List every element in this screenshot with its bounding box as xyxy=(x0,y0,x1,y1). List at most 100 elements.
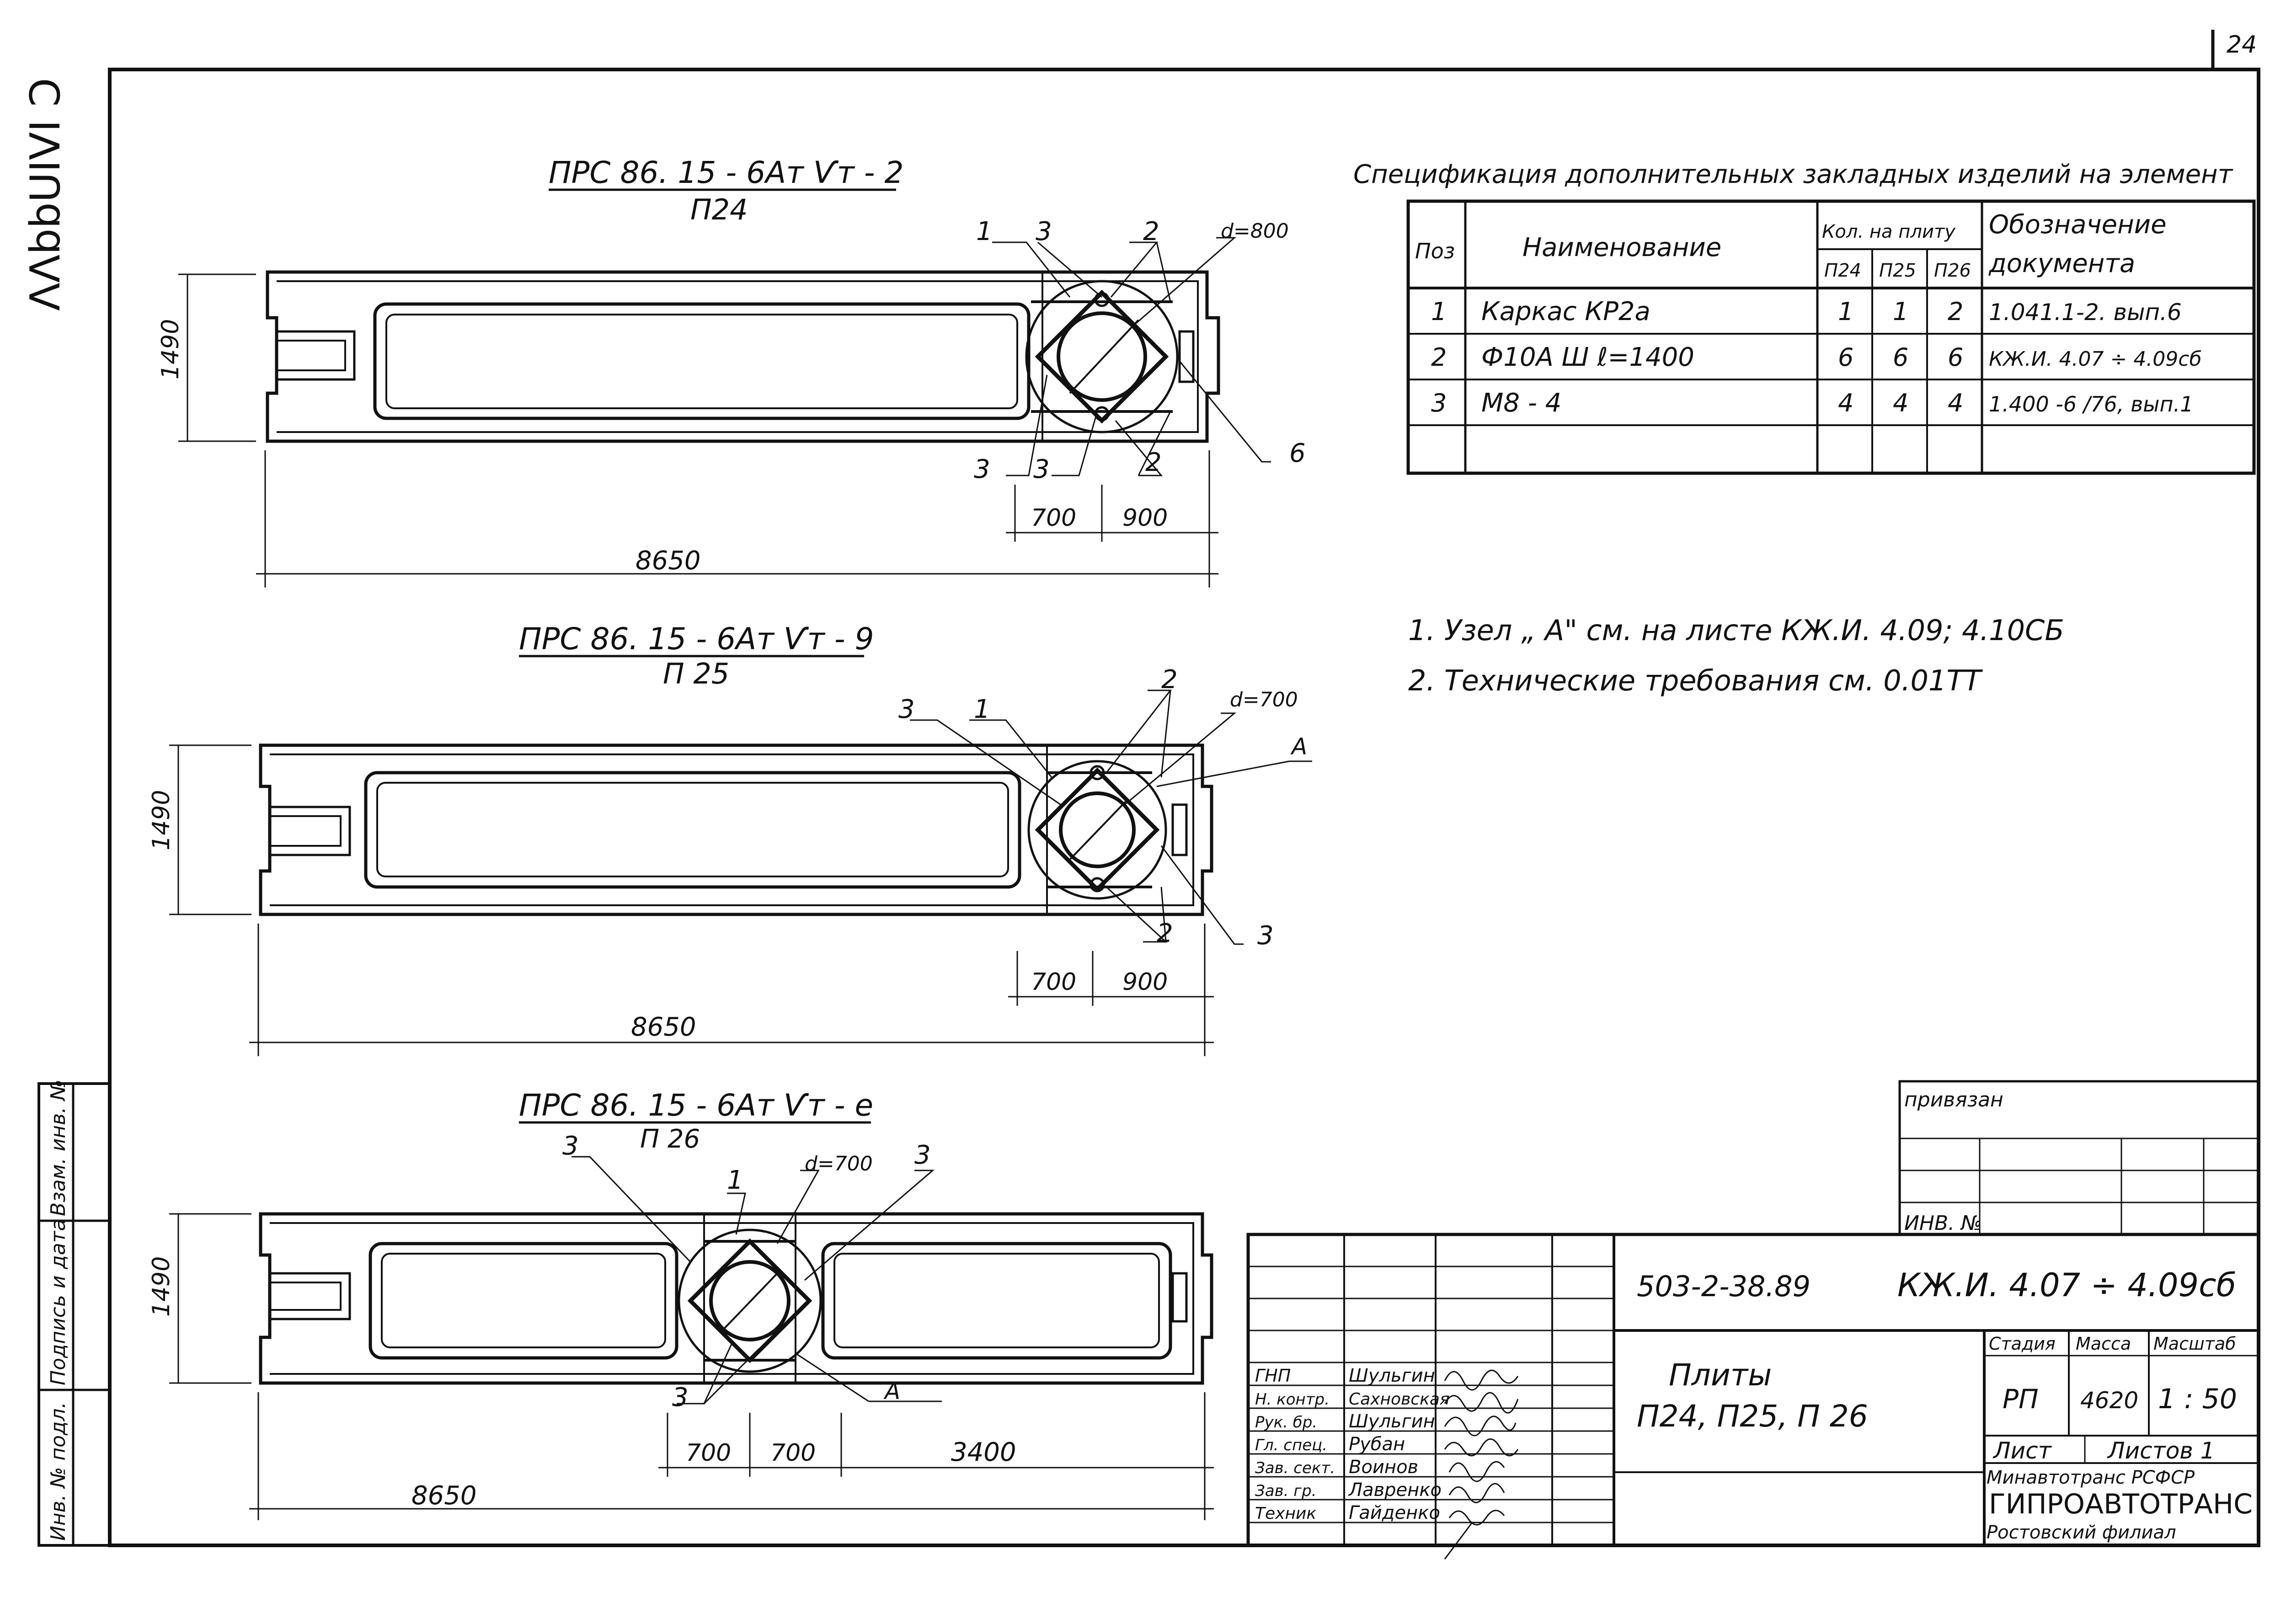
plate-p25: ПРС 86. 15 - 6Ат Ѵт - 9 П 25 3 1 2 d=700… xyxy=(148,621,1312,1056)
col-header-doc: Обозначение xyxy=(1989,210,2167,240)
stage-value: РП xyxy=(2003,1384,2039,1415)
signatures xyxy=(1444,1369,1519,1560)
org-name: ГИПРОАВТОТРАНС xyxy=(1989,1488,2253,1520)
binding-inv: ИНВ. № xyxy=(1904,1212,1982,1235)
row-qty: 2 xyxy=(1948,297,1963,326)
plate-outline xyxy=(266,270,1220,443)
plate-subtitle: П 26 xyxy=(640,1124,700,1154)
hole-outer xyxy=(678,1229,822,1373)
col-header-doc2: документа xyxy=(1988,249,2135,278)
note-1: 1. Узел „ А" см. на листе КЖ.И. 4.09; 4.… xyxy=(1408,614,2064,647)
staff-role: Техник xyxy=(1255,1504,1316,1523)
hole-outer xyxy=(1027,760,1167,900)
hole-inner xyxy=(1059,791,1136,868)
lifting-slot xyxy=(270,1272,351,1320)
col-header-qty: Кол. на плиту xyxy=(1822,221,1956,242)
org-branch: Ростовский филиал xyxy=(1987,1522,2176,1543)
callout: 3 xyxy=(1257,921,1274,951)
row-qty: 4 xyxy=(1838,389,1853,417)
col-header-name: Наименование xyxy=(1522,233,1721,262)
row-qty: 1 xyxy=(1893,297,1908,326)
plate-outline xyxy=(259,743,1213,916)
callout: 2 xyxy=(1145,448,1162,477)
segment-dim: 900 xyxy=(1122,504,1168,532)
height-dim: 1490 xyxy=(148,790,175,850)
spec-table: Спецификация дополнительных закладных из… xyxy=(1353,160,2256,475)
col-header-p24: П24 xyxy=(1824,260,1861,281)
row-qty: 4 xyxy=(1893,389,1908,417)
staff-name: Воинов xyxy=(1349,1457,1418,1478)
binding-label: привязан xyxy=(1904,1088,2003,1111)
callout: 3 xyxy=(672,1383,689,1412)
staff-role: Гл. спец. xyxy=(1255,1436,1327,1454)
scale-value: 1 : 50 xyxy=(2158,1383,2237,1415)
row-pos: 1 xyxy=(1431,297,1447,326)
staff-name: Шульгин xyxy=(1349,1411,1435,1432)
spec-caption: Спецификация дополнительных закладных из… xyxy=(1353,160,2233,189)
sheet-frame xyxy=(108,68,2260,1547)
sheet-label: Лист xyxy=(1992,1437,2052,1464)
row-name: Ф10А Ш ℓ=1400 xyxy=(1481,342,1694,372)
row-pos: 2 xyxy=(1431,343,1447,372)
length-dim: 8650 xyxy=(631,1012,696,1042)
staff-role: Н. контр. xyxy=(1255,1390,1330,1409)
side-stamp-replace: Взам. инв. № xyxy=(47,1079,70,1216)
staff-role: Зав. сект. xyxy=(1255,1459,1335,1477)
row-name: М8 - 4 xyxy=(1481,388,1561,418)
page-number: 24 xyxy=(2227,31,2257,59)
staff-role: Зав. гр. xyxy=(1255,1482,1317,1500)
plate-subtitle: П24 xyxy=(690,193,748,226)
mass-value: 4620 xyxy=(2080,1387,2138,1414)
mass-header: Масса xyxy=(2076,1334,2131,1354)
segment-dim: 700 xyxy=(770,1439,816,1467)
col-header-p25: П25 xyxy=(1879,260,1916,281)
callout: 2 xyxy=(1161,665,1178,694)
staff-role: ГНП xyxy=(1255,1366,1291,1386)
hole-outer xyxy=(1025,280,1179,433)
row-qty: 6 xyxy=(1838,343,1853,372)
callout: 3 xyxy=(898,694,915,724)
hole-diameter-label: d=700 xyxy=(805,1152,873,1175)
callout: 2 xyxy=(1143,217,1159,246)
plate-title: ПРС 86. 15 - 6Ат Ѵт - е xyxy=(519,1088,873,1123)
callout: A xyxy=(1290,733,1307,760)
plate-p26: ПРС 86. 15 - 6Ат Ѵт - е П 26 3 1 d=700 3… xyxy=(148,1088,1214,1520)
staff-role: Рук. бр. xyxy=(1255,1413,1317,1432)
side-stamp: Инв. № подл. Подпись и дата Взам. инв. № xyxy=(37,1079,111,1547)
hole-inner xyxy=(1057,311,1147,402)
callout: 3 xyxy=(1033,454,1050,484)
height-dim: 1490 xyxy=(157,319,184,379)
plate-window xyxy=(369,1242,678,1360)
length-dim: 8650 xyxy=(411,1481,477,1511)
row-name: Каркас КР2а xyxy=(1481,297,1650,326)
plate-window xyxy=(821,1242,1172,1360)
staff-name: Лавренко xyxy=(1348,1480,1442,1501)
side-stamp-inv: Инв. № подл. xyxy=(47,1402,70,1541)
callout: 3 xyxy=(562,1131,579,1161)
binding-block: привязан ИНВ. № xyxy=(1898,1080,2260,1236)
col-header-pos: Поз xyxy=(1415,239,1455,263)
drawing-name: Плиты xyxy=(1669,1357,1772,1393)
row-qty: 1 xyxy=(1838,297,1853,326)
callout: 3 xyxy=(914,1140,931,1170)
scale-header: Масштаб xyxy=(2153,1334,2236,1354)
note-2: 2. Технические требования см. 0.01ТТ xyxy=(1408,664,1983,697)
staff-name: Рубан xyxy=(1349,1434,1405,1455)
hole-inner xyxy=(709,1260,790,1341)
row-doc: 1.041.1-2. вып.6 xyxy=(1989,299,2182,326)
row-qty: 6 xyxy=(1948,343,1963,372)
segment-dim: 700 xyxy=(686,1439,731,1467)
stage-header: Стадия xyxy=(1989,1334,2056,1354)
sheets-label: Листов 1 xyxy=(2107,1437,2215,1464)
height-dim: 1490 xyxy=(148,1256,175,1317)
row-doc: КЖ.И. 4.07 ÷ 4.09сб xyxy=(1989,347,2202,371)
plate-p24: ПРС 86. 15 - 6Ат Ѵт - 2 П24 1 3 xyxy=(157,155,1306,588)
row-qty: 4 xyxy=(1948,389,1963,417)
staff-name: Сахновская xyxy=(1349,1390,1450,1409)
drawing-name-2: П24, П25, П 26 xyxy=(1637,1399,1868,1434)
plate-window xyxy=(364,771,1021,889)
segment-dim: 700 xyxy=(1031,968,1076,996)
doc-mark: КЖ.И. 4.07 ÷ 4.09сб xyxy=(1897,1266,2236,1304)
plate-window xyxy=(373,302,1031,420)
